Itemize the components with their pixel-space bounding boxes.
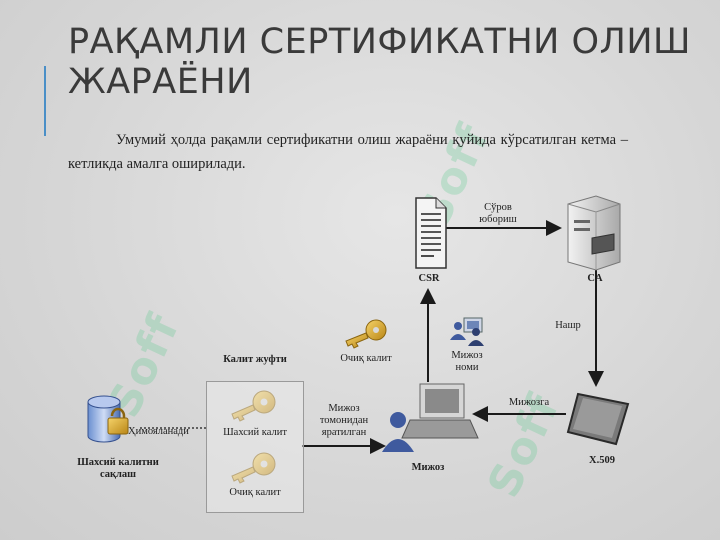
- certificate-icon: [566, 392, 630, 446]
- public-key-label: Очиқ калит: [229, 487, 281, 498]
- protected-label: Ҳимояланади: [128, 426, 189, 437]
- to-client-label: Мижозга: [508, 397, 550, 408]
- computer-user-icon: [382, 383, 479, 452]
- private-key-storage-label: Шахсий калитни сақлаш: [77, 457, 159, 480]
- server-icon: [567, 195, 621, 271]
- key-pair-title: Калит жуфти: [223, 354, 287, 365]
- created-by-client-label: Мижоз томонидан яратилган: [319, 403, 369, 438]
- slide-title: РАҚАМЛИ СЕРТИФИКАТНИ ОЛИШ ЖАРАЁНИ: [68, 22, 691, 102]
- send-request-label: Сўров юбориш: [479, 202, 517, 225]
- publish-label: Нашр: [555, 320, 581, 331]
- csr-label: CSR: [418, 273, 440, 284]
- intro-paragraph: Умумий ҳолда рақамли сертификатни олиш ж…: [68, 132, 628, 172]
- ca-label: CA: [587, 273, 603, 284]
- title-accent-bar: [44, 66, 46, 136]
- x509-label: X.509: [589, 455, 615, 466]
- private-key-label: Шахсий калит: [223, 427, 287, 438]
- client-name-label: Мижоз номи: [451, 350, 483, 373]
- key-pair-box: [206, 381, 304, 513]
- document-icon: [415, 197, 447, 269]
- network-users-icon: [450, 317, 484, 346]
- key-icon: [345, 319, 387, 349]
- public-key-top-label: Очиқ калит: [340, 353, 392, 364]
- database-lock-icon: [87, 395, 129, 443]
- client-label: Мижоз: [411, 462, 445, 473]
